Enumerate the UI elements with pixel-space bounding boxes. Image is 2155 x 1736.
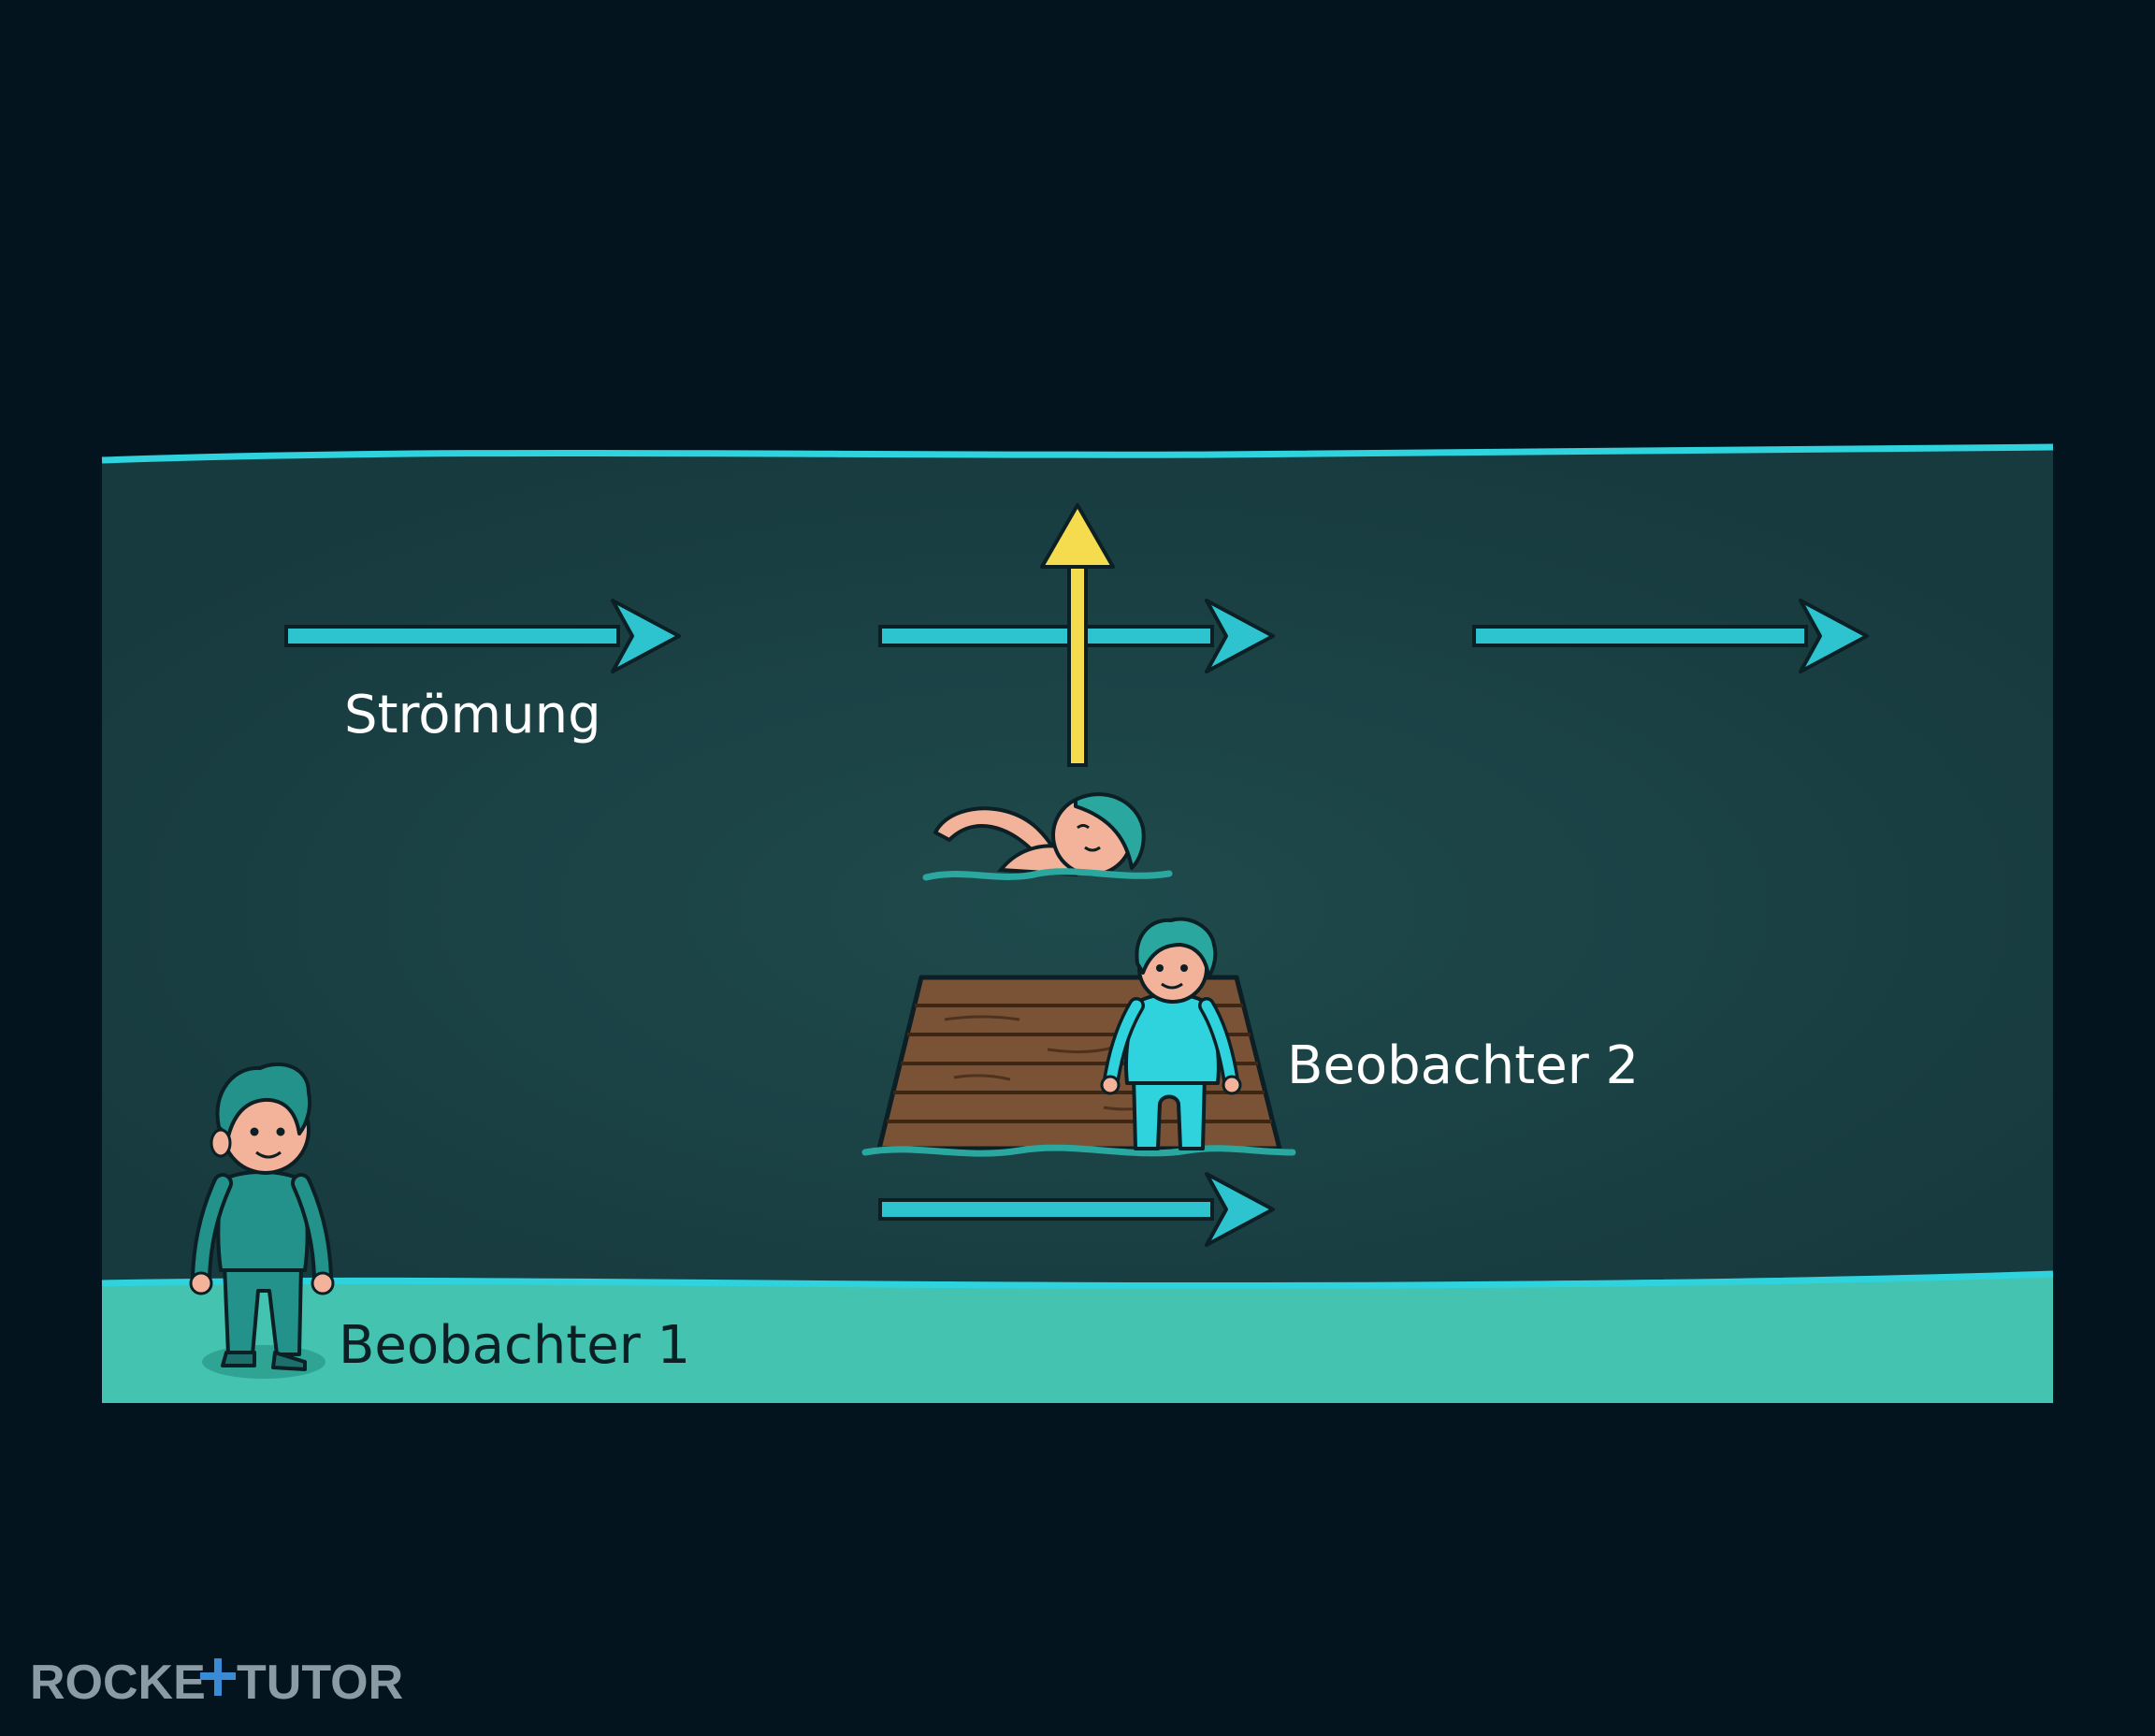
current-arrows — [284, 599, 1869, 1247]
current-arrow-3 — [1472, 599, 1869, 673]
current-arrow-raft — [878, 1172, 1275, 1247]
current-arrow-1 — [284, 599, 681, 673]
river-bank — [101, 1270, 2054, 1403]
logo-text-left: ROCKE — [30, 1656, 206, 1710]
logo-text-right: TUTOR — [237, 1656, 403, 1710]
swimmer-direction-arrow — [1040, 503, 1115, 767]
label-current: Strömung — [344, 685, 601, 745]
river-top-edge — [101, 443, 2054, 464]
person-sitting-icon — [1100, 917, 1242, 1150]
current-arrow-2 — [878, 599, 1275, 673]
person-standing-icon — [189, 1062, 335, 1379]
bank-edge — [101, 1270, 2054, 1289]
swimmer-icon — [922, 792, 1173, 881]
label-observer-2: Beobachter 2 — [1287, 1035, 1639, 1096]
bank-ground — [102, 1274, 2053, 1403]
label-observer-1: Beobachter 1 — [339, 1315, 690, 1376]
logo-plus-icon — [200, 1658, 236, 1696]
brand-logo: ROCKE TUTOR — [30, 1656, 403, 1710]
